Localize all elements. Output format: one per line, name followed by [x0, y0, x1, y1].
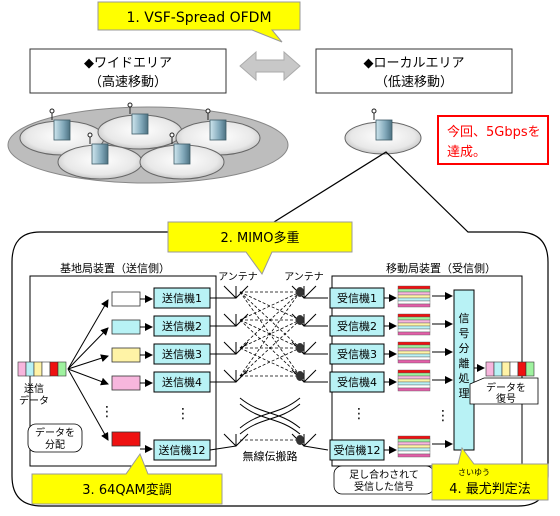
decode-label: データを 復号 [469, 377, 539, 405]
mobile-station-title: 移動局装置（受信側） [386, 261, 496, 275]
transmitter-12: 送信機12 [153, 439, 211, 461]
stream-chip-1 [111, 291, 141, 307]
system-detail-frame [11, 151, 549, 507]
callout-vsf-spread-ofdm: 1. VSF-Spread OFDM [97, 1, 301, 43]
signal-separation-label: 信号分離処理 [459, 312, 470, 400]
transmitter-2-label: 送信機2 [162, 319, 202, 333]
chip-to-transmitter-arrows [140, 295, 153, 453]
wide-area-box: ◆ワイドエリア （高速移動） [29, 48, 227, 94]
decode-label-2: 復号 [496, 392, 516, 405]
receiver-3: 受信機3 [329, 343, 385, 365]
transmitter-3-label: 送信機3 [162, 347, 202, 361]
callout-maximum-likelihood: さいゆう 4. 最尤判定法 [431, 446, 549, 501]
transmitter-1: 送信機1 [153, 287, 211, 309]
receiver-to-stack-arrows [384, 294, 397, 454]
transmitter-2: 送信機2 [153, 315, 211, 337]
callout-mld-ruby: さいゆう [458, 468, 490, 477]
receiver-12-label: 受信機12 [334, 443, 381, 457]
stack-ellipsis: ⋮ [436, 408, 450, 424]
stream-chip-3 [111, 347, 141, 363]
stack-to-separation-arrows [432, 292, 453, 448]
tx-antenna-icon [210, 313, 249, 327]
local-area-title: ◆ローカルエリア [364, 56, 465, 71]
receiver-1-label: 受信機1 [337, 291, 377, 305]
transmitter-12-label: 送信機12 [159, 443, 206, 457]
achievement-line2: 達成。 [447, 145, 486, 160]
tx-antenna-icon [210, 369, 249, 383]
stream-chip-12 [111, 431, 141, 447]
achievement-box: 今回、5Gbpsを 達成。 [437, 115, 549, 165]
stream-chip-4 [111, 375, 141, 391]
summed-signal-label-1: 足し合わされて [349, 468, 419, 481]
achievement-line1: 今回、5Gbpsを [447, 124, 541, 140]
receiver-4: 受信機4 [329, 371, 385, 393]
source-data-label-2: データ [19, 394, 49, 407]
tx-antenna-icon [210, 285, 249, 299]
mixed-signal-stacks [397, 285, 431, 458]
receiver-blocks: 受信機1 受信機2 受信機3 受信機4 ⋮ 受信機12 [329, 287, 385, 461]
signal-separation-block: 信号分離処理 [453, 289, 475, 451]
receiver-1: 受信機1 [329, 287, 385, 309]
tx-antenna-icon [210, 341, 249, 355]
callout-qam-text: 3. 64QAM変調 [82, 482, 171, 498]
rx-antenna-label: アンテナ [284, 271, 324, 283]
summed-signal-label: 足し合わされて 受信した信号 [333, 465, 435, 495]
distribution-arrows [67, 299, 109, 441]
callout-64qam-modulation: 3. 64QAM変調 [31, 452, 223, 505]
local-area-cell-illustration [344, 108, 422, 155]
mixed-stack-12 [397, 435, 431, 458]
tx-antenna-label: アンテナ [218, 271, 258, 283]
mixed-stack-2 [397, 313, 431, 336]
callout-mimo-text: 2. MIMO多重 [220, 230, 299, 246]
local-area-subtitle: （低速移動） [375, 75, 453, 90]
source-data-label-1: 送信 [24, 382, 44, 395]
base-station-title: 基地局装置（送信側） [60, 261, 170, 275]
callout-mimo-multiplexing: 2. MIMO多重 [167, 221, 353, 275]
split-label-box: データを 分配 [27, 423, 83, 453]
stream-data-chips [111, 291, 141, 447]
received-signal-blobs [296, 287, 304, 445]
source-data-strip: 送信 データ [17, 361, 67, 407]
receiver-2-label: 受信機2 [337, 319, 377, 333]
decode-label-1: データを [486, 381, 526, 394]
distribution-ellipsis: ⋮ [100, 404, 114, 420]
callout-mld-text: 4. 最尤判定法 [449, 482, 531, 497]
wide-area-cells-illustration [7, 102, 289, 184]
local-area-box: ◆ローカルエリア （低速移動） [315, 48, 513, 94]
transmitter-4-label: 送信機4 [162, 375, 202, 389]
transmitter-4: 送信機4 [153, 371, 211, 393]
transmitter-blocks: 送信機1 送信機2 送信機3 送信機4 ⋮ 送信機12 [153, 287, 211, 461]
receiver-12: 受信機12 [329, 439, 385, 461]
wide-area-subtitle: （高速移動） [89, 74, 167, 90]
double-arrow-icon [239, 50, 301, 82]
split-label-2: 分配 [45, 439, 65, 451]
receiver-3-label: 受信機3 [337, 347, 377, 361]
mixed-stack-4 [397, 369, 431, 392]
mixed-stack-3 [397, 341, 431, 364]
wide-area-title: ◆ワイドエリア [84, 56, 172, 71]
transmitter-ellipsis: ⋮ [176, 406, 190, 422]
transmitter-3: 送信機3 [153, 343, 211, 365]
stream-chip-2 [111, 319, 141, 335]
propagation-paths [239, 291, 301, 441]
receiver-ellipsis: ⋮ [352, 406, 366, 422]
output-data-strip [485, 361, 535, 377]
receiver-2: 受信機2 [329, 315, 385, 337]
mixed-stack-1 [397, 285, 431, 308]
transmitter-1-label: 送信機1 [162, 291, 202, 305]
callout-ofdm-text: 1. VSF-Spread OFDM [126, 10, 271, 26]
channel-label: 無線伝搬路 [243, 449, 298, 463]
summed-signal-label-2: 受信した信号 [354, 481, 414, 493]
split-label-1: データを [35, 426, 75, 439]
propagation-bundle [239, 397, 301, 435]
tx-antenna-icon [209, 433, 249, 451]
receiver-4-label: 受信機4 [337, 375, 377, 389]
tx-antennas [209, 285, 249, 451]
